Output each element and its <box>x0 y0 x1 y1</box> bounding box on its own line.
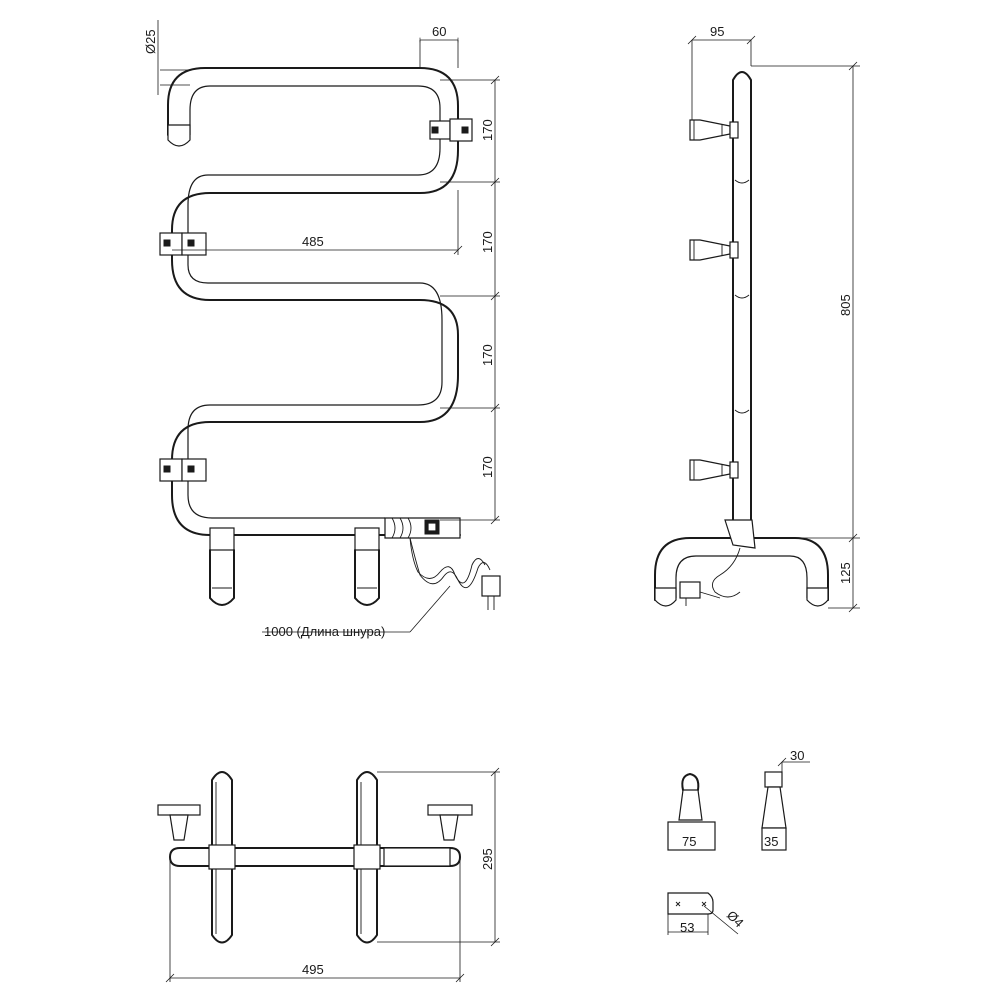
front-view: 1000 (Длина шнура) Ø25 60 170 170 170 17… <box>143 20 501 639</box>
dim-base-width: 75 <box>682 834 696 849</box>
dim-pitch-1: 170 <box>480 119 495 141</box>
top-leg-left <box>211 771 233 944</box>
side-bracket-3 <box>689 459 739 481</box>
end-cap-top <box>167 124 191 147</box>
bracket-detail-side <box>761 771 787 851</box>
top-control-box <box>383 847 451 867</box>
dim-hole-diameter: Ø4 <box>724 908 747 931</box>
side-plug-icon <box>679 581 701 606</box>
side-view: 95 805 125 <box>654 24 860 613</box>
dim-body-height: 805 <box>838 294 853 316</box>
rail-tube-outer <box>167 67 461 536</box>
cable-length-note: 1000 (Длина шнура) <box>264 624 385 639</box>
dim-side-width: 35 <box>764 834 778 849</box>
bracket-detail-plate <box>667 892 739 935</box>
side-control-box <box>724 519 756 549</box>
dim-inner-width: 485 <box>302 234 324 249</box>
top-mount-right <box>427 804 473 841</box>
dim-foot-height: 125 <box>838 562 853 584</box>
side-bracket-2 <box>689 239 739 261</box>
bracket-detail: 75 30 35 53 Ø4 <box>667 748 810 935</box>
dim-head-width: 30 <box>790 748 804 763</box>
dim-tube-diameter: Ø25 <box>143 29 158 54</box>
dim-hole-spacing: 53 <box>680 920 694 935</box>
control-box <box>384 517 461 539</box>
dim-depth: 295 <box>480 848 495 870</box>
side-base <box>654 537 829 601</box>
wall-bracket-front-3 <box>159 458 207 482</box>
top-view: 295 495 <box>157 767 500 983</box>
dim-pitch-3: 170 <box>480 344 495 366</box>
leg-left <box>209 527 235 606</box>
power-cable <box>409 537 486 584</box>
dim-overall-width: 495 <box>302 962 324 977</box>
dim-bracket-offset: 60 <box>432 24 446 39</box>
rail-tube-inner <box>187 85 443 519</box>
leg-right <box>354 527 380 606</box>
bracket-detail-front <box>667 773 716 851</box>
plug-icon <box>481 575 501 610</box>
side-tube <box>732 71 752 536</box>
top-mount-left <box>157 804 201 841</box>
wall-bracket-front-1 <box>429 118 473 142</box>
dim-pitch-2: 170 <box>480 231 495 253</box>
dim-wall-offset: 95 <box>710 24 724 39</box>
dim-pitch-4: 170 <box>480 456 495 478</box>
wall-bracket-front-2 <box>159 232 207 256</box>
side-bracket-1 <box>689 119 739 141</box>
top-leg-right <box>356 771 378 944</box>
